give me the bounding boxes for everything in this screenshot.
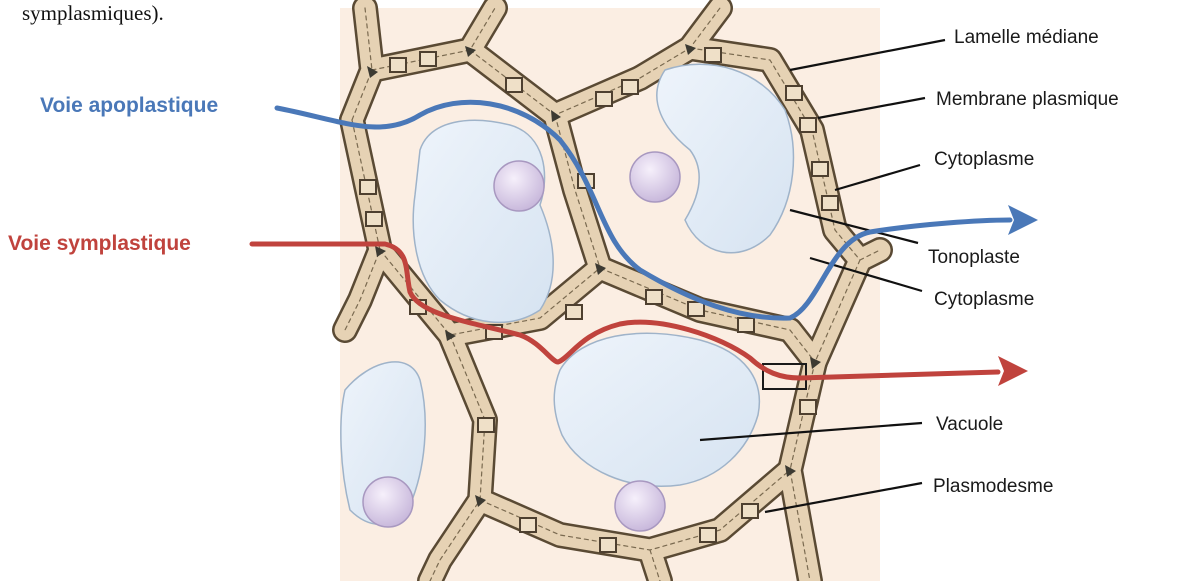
symplastic-label: Voie symplastique xyxy=(8,232,191,255)
apoplastic-label: Voie apoplastique xyxy=(40,94,218,117)
label-cytoplasme-1: Cytoplasme xyxy=(934,149,1034,170)
apoplastic-arrow-line xyxy=(274,99,1013,321)
label-cytoplasme-2: Cytoplasme xyxy=(934,289,1034,310)
nucleus-1 xyxy=(493,160,545,212)
label-plasmodesme: Plasmodesme xyxy=(933,476,1053,497)
symplastic-arrow-head xyxy=(998,356,1028,386)
nucleus-3 xyxy=(362,476,414,528)
label-tonoplaste: Tonoplaste xyxy=(928,247,1020,268)
vacuole-cell-top-right xyxy=(656,63,795,254)
apoplastic-arrow-head xyxy=(1008,205,1038,235)
label-membrane-plasmique: Membrane plasmique xyxy=(936,89,1119,110)
vacuole-cell-bottom-center xyxy=(553,332,760,487)
label-vacuole: Vacuole xyxy=(936,414,1003,435)
intercellular-spaces xyxy=(367,44,821,507)
label-lamelle-mediane: Lamelle médiane xyxy=(954,27,1099,48)
vacuoles xyxy=(340,63,795,526)
nuclei xyxy=(362,151,681,532)
apoplastic-pathway xyxy=(274,99,1038,321)
nucleus-2 xyxy=(629,151,681,203)
top-text-fragment: symplasmiques). xyxy=(22,1,164,25)
vacuole-cell-top-left xyxy=(412,119,554,323)
label-leader-lines xyxy=(699,38,946,514)
nucleus-4 xyxy=(614,480,666,532)
symplastic-arrow-line xyxy=(249,241,1001,381)
symplastic-pathway xyxy=(249,241,1028,386)
